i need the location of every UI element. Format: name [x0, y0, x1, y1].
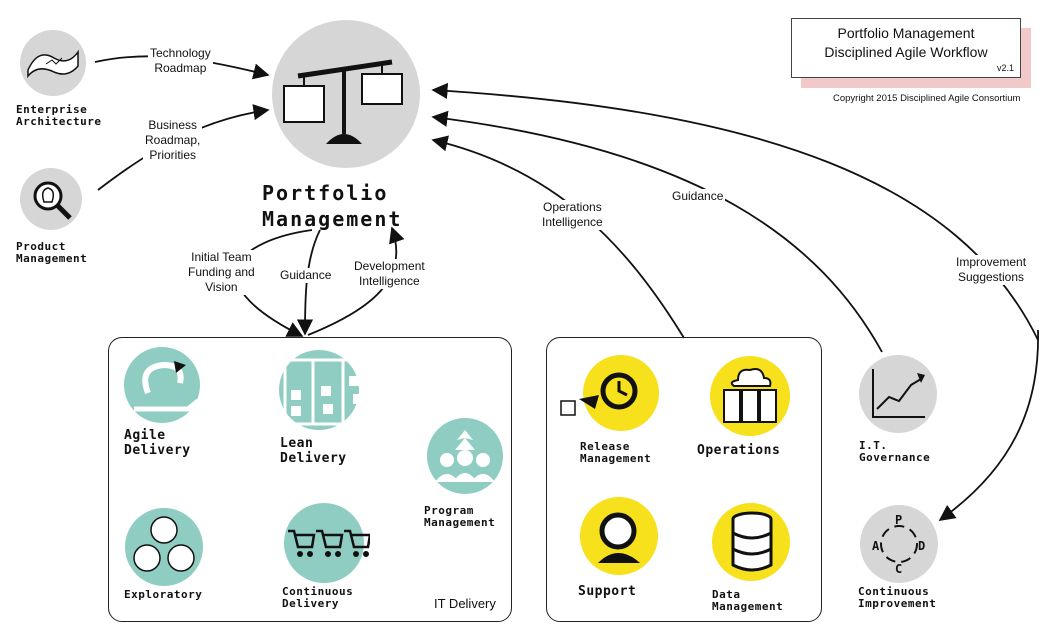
version-label: v2.1	[996, 63, 1014, 73]
release-management-label: Release Management	[580, 440, 652, 465]
build-measure-learn-icon	[133, 516, 195, 572]
release-management-circle	[560, 355, 659, 431]
title-box: Portfolio Management Disciplined Agile W…	[791, 18, 1021, 78]
it-delivery-label: IT Delivery	[434, 596, 496, 611]
operations-circle	[710, 356, 790, 436]
data-management-label: Data Management	[712, 588, 784, 613]
funding-label: Initial Team Funding and Vision	[186, 250, 257, 295]
copyright: Copyright 2015 Disciplined Agile Consort…	[833, 93, 1021, 104]
release-clock-icon	[560, 372, 638, 416]
balance-scale-icon	[283, 59, 403, 144]
governance-label: I.T. Governance	[859, 439, 931, 464]
database-icon	[731, 511, 773, 572]
title-line-1: Portfolio Management	[837, 25, 975, 41]
operations-intelligence-label: Operations Intelligence	[540, 200, 605, 230]
agile-cycle-icon	[134, 361, 200, 412]
support-circle	[580, 497, 658, 575]
arrow-to-improvement	[938, 329, 1039, 521]
program-management-label: Program Management	[424, 504, 496, 529]
carts-icon	[288, 529, 370, 557]
arrow-dev-intel	[307, 226, 405, 336]
product-management-circle	[20, 168, 82, 230]
pdca-letter-p: P	[895, 513, 902, 527]
improvement-suggestions-label: Improvement Suggestions	[954, 255, 1029, 285]
guidance-down-label: Guidance	[278, 268, 334, 283]
program-management-circle	[427, 418, 503, 494]
operations-label: Operations	[697, 443, 781, 458]
guidance-up-label: Guidance	[670, 189, 726, 204]
rising-chart-icon	[872, 369, 925, 418]
lean-delivery-label: Lean Delivery	[280, 436, 347, 466]
kanban-board-icon	[283, 358, 375, 426]
support-label: Support	[578, 584, 637, 599]
product-management-label: Product Management	[16, 240, 88, 265]
technology-roadmap-label: Technology Roadmap	[148, 46, 213, 76]
exploratory-circle	[125, 508, 203, 586]
lean-delivery-circle	[279, 350, 375, 430]
portfolio-circle	[272, 20, 420, 168]
lightbulb-magnifier-icon	[33, 181, 72, 220]
continuous-delivery-label: Continuous Delivery	[282, 585, 354, 610]
it-delivery-box	[108, 337, 512, 622]
operations-box	[546, 337, 822, 622]
pdca-cycle-icon: P D C A	[872, 513, 925, 575]
exploratory-label: Exploratory	[124, 588, 203, 601]
portfolio-management-label: Portfolio Management	[262, 181, 403, 231]
arrow-guidance-up	[431, 110, 883, 353]
improvement-circle: P D C A	[860, 505, 938, 583]
team-icon	[435, 430, 495, 482]
enterprise-architecture-circle	[20, 30, 86, 96]
governance-circle	[859, 355, 937, 433]
enterprise-architecture-label: Enterprise Architecture	[16, 103, 102, 128]
arrow-ops-intel	[431, 135, 685, 339]
headset-icon	[598, 512, 640, 563]
blueprint-icon	[27, 49, 79, 79]
development-intelligence-label: Development Intelligence	[352, 259, 427, 289]
pdca-letter-c: C	[895, 562, 902, 575]
agile-delivery-circle	[124, 347, 200, 423]
data-management-circle	[712, 503, 790, 581]
title-line-2: Disciplined Agile Workflow	[824, 44, 988, 60]
continuous-delivery-circle	[284, 503, 370, 583]
pdca-letter-a: A	[872, 539, 880, 553]
arrow-improvement-suggestions	[431, 82, 1039, 341]
agile-delivery-label: Agile Delivery	[124, 428, 191, 458]
business-roadmap-label: Business Roadmap, Priorities	[143, 118, 203, 163]
pdca-letter-d: D	[918, 539, 925, 553]
cloud-servers-icon	[723, 368, 777, 423]
improvement-label: Continuous Improvement	[858, 585, 937, 610]
